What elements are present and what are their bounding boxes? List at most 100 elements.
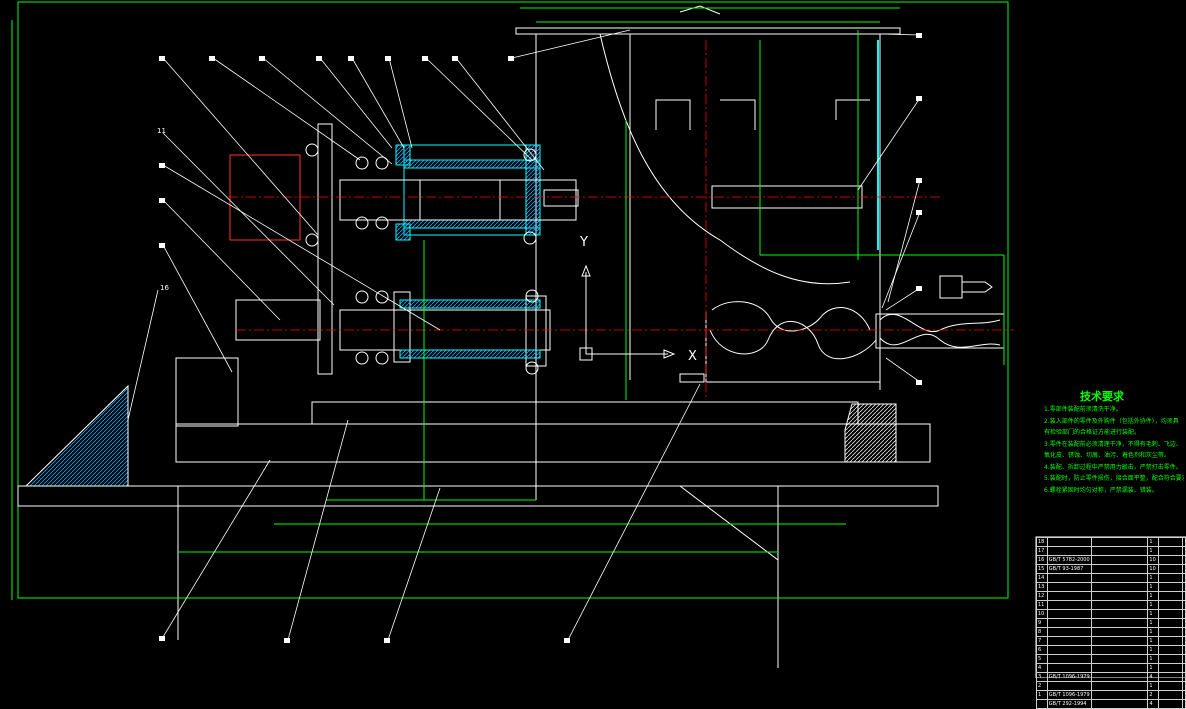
- bom-cell: [1090, 564, 1149, 574]
- bom-cell: 1: [1147, 609, 1160, 619]
- bom-cell: [1182, 564, 1186, 574]
- technical-requirements-list: 1.零部件装配前须清洗干净。 2.装入部件的零件及外购件（包括外协件），均须具 …: [1044, 404, 1184, 496]
- requirement-item: 氧化皮、锈蚀、切屑、油污、着色剂和灰尘等。: [1044, 452, 1171, 459]
- bom-cell: [1046, 627, 1092, 637]
- bom-cell: [1046, 591, 1092, 601]
- bom-cell: 1: [1147, 618, 1160, 628]
- bom-cell: 18: [1036, 537, 1048, 547]
- bom-row: 10 1: [1036, 609, 1186, 619]
- bom-cell: [1158, 618, 1183, 628]
- bom-cell: [1046, 654, 1092, 664]
- bom-cell: 1: [1147, 636, 1160, 646]
- bom-cell: [1046, 537, 1092, 547]
- bom-cell: [1046, 600, 1092, 610]
- bom-cell: [1182, 681, 1186, 691]
- bom-cell: [1090, 663, 1149, 673]
- bom-cell: [1090, 609, 1149, 619]
- bom-cell: [1090, 681, 1149, 691]
- bom-cell: GB/T 93-1987: [1046, 564, 1092, 574]
- hopper: [515, 5, 901, 500]
- bom-cell: [1090, 627, 1149, 637]
- callout-dots: [159, 33, 922, 643]
- shaft-lower: [175, 291, 551, 427]
- bom-cell: [1182, 555, 1186, 565]
- bom-cell: 4: [1147, 672, 1160, 682]
- right-support-hatch: [844, 403, 897, 463]
- bom-cell: 4: [1147, 699, 1160, 709]
- axis-label-y: Y: [579, 235, 588, 250]
- bom-cell: 1: [1147, 654, 1160, 664]
- bom-cell: [1090, 690, 1149, 700]
- bom-cell: [1090, 699, 1149, 709]
- callout-number-11: 11: [157, 127, 166, 135]
- requirement-item: 3.零件在装配前必须清理干净，不得有毛刺、飞边、: [1044, 440, 1182, 448]
- bom-cell: [1158, 636, 1183, 646]
- bom-cell: [1182, 672, 1186, 682]
- bom-cell: 11: [1036, 600, 1048, 610]
- bom-cell: [1182, 618, 1186, 628]
- bom-cell: GB/T 1096-1979: [1046, 690, 1092, 700]
- requirement-item: 有检验部门的合格证方能进行装配。: [1044, 429, 1141, 436]
- bom-cell: 10: [1147, 555, 1160, 565]
- bom-cell: [1158, 681, 1183, 691]
- centerlines: [228, 40, 1014, 400]
- lower-section-hatch: [399, 299, 541, 359]
- base-frame: [17, 401, 939, 668]
- bom-cell: [1090, 582, 1149, 592]
- bom-cell: [1182, 627, 1186, 637]
- technical-requirements-title: 技术要求: [1080, 390, 1124, 403]
- bom-cell: [1182, 582, 1186, 592]
- bom-cell: 8: [1036, 627, 1048, 637]
- bom-cell: [1046, 618, 1092, 628]
- requirement-item: 5.装配时，防止零件损伤，接合面平整，配合符合要求。: [1044, 475, 1184, 482]
- bom-cell: [1158, 699, 1183, 709]
- bom-cell: [1158, 591, 1183, 601]
- bom-cell: 1: [1147, 582, 1160, 592]
- bom-cell: [1158, 627, 1183, 637]
- screw-conveyor: [679, 275, 1005, 383]
- bom-cell: 1: [1147, 591, 1160, 601]
- bom-cell: 17: [1036, 546, 1048, 556]
- bom-cell: [1046, 573, 1092, 583]
- bom-cell: [1090, 654, 1149, 664]
- bom-cell: [1090, 546, 1149, 556]
- bom-cell: [1158, 663, 1183, 673]
- bom-cell: [1182, 600, 1186, 610]
- motor-outline: [229, 154, 301, 241]
- bom-cell: 2: [1147, 690, 1160, 700]
- bom-cell: 5: [1036, 654, 1048, 664]
- bom-cell: [1158, 573, 1183, 583]
- bom-cell: [1090, 645, 1149, 655]
- bom-cell: [1090, 636, 1149, 646]
- bom-cell: [1090, 618, 1149, 628]
- bom-cell: 1: [1147, 645, 1160, 655]
- bearing-housing-upper: [395, 144, 541, 241]
- bom-cell: [1182, 573, 1186, 583]
- bom-cell: 1: [1147, 573, 1160, 583]
- shaft-upper: [317, 123, 579, 375]
- bom-cell: [1158, 654, 1183, 664]
- bom-cell: 4: [1036, 663, 1048, 673]
- bom-cell: 10: [1036, 609, 1048, 619]
- cad-drawing-canvas: Y X: [11, 1, 1186, 678]
- bom-cell: 15: [1036, 564, 1048, 574]
- axes-indicator: [579, 264, 676, 361]
- bom-cell: [1182, 609, 1186, 619]
- bom-cell: 10: [1147, 564, 1160, 574]
- bom-cell: [1046, 681, 1092, 691]
- bom-cell: [1158, 582, 1183, 592]
- bom-cell: [1046, 582, 1092, 592]
- dimension-lines: [18, 120, 1008, 599]
